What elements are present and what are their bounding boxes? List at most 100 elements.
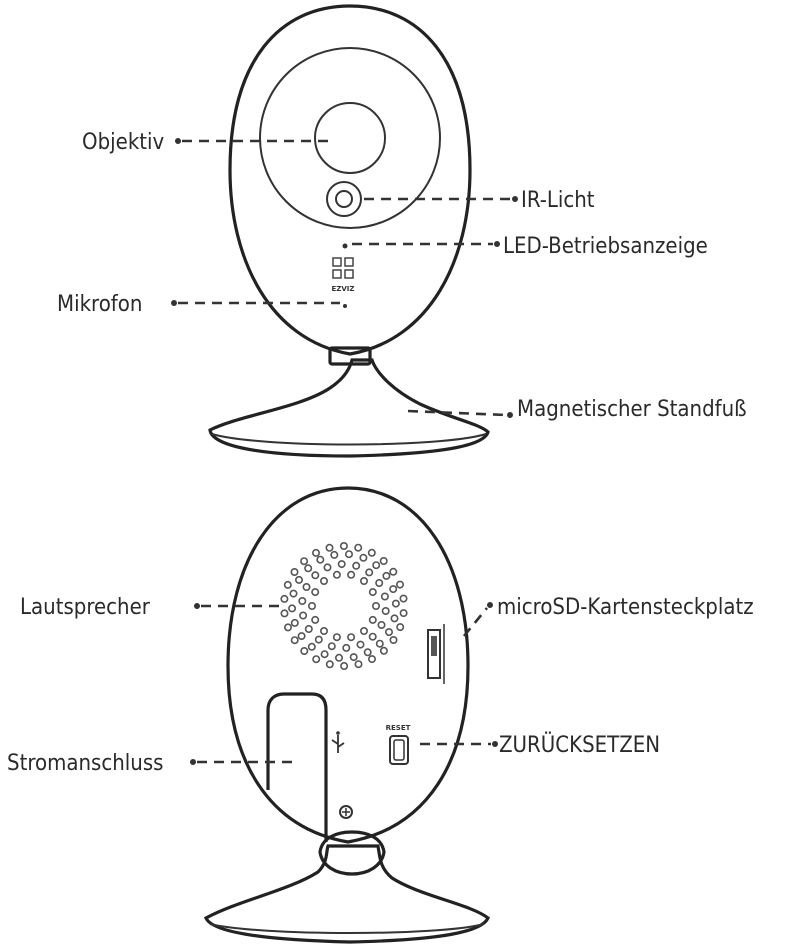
- speaker-hole: [289, 589, 298, 598]
- speaker-hole: [283, 580, 292, 589]
- speaker-hole: [367, 548, 376, 557]
- front-view: EZVIZ: [208, 4, 490, 458]
- speaker-hole: [380, 592, 389, 601]
- front-stand-base: [208, 358, 490, 458]
- speaker-hole: [347, 633, 356, 642]
- speaker-hole: [359, 626, 368, 635]
- speaker-hole: [304, 624, 313, 633]
- speaker-hole: [311, 588, 320, 597]
- microsd-slot: [427, 624, 445, 684]
- speaker-hole: [371, 601, 380, 610]
- speaker-hole: [314, 635, 323, 644]
- reset-marking: RESET: [386, 724, 411, 732]
- speaker-hole: [302, 582, 311, 591]
- speaker-hole: [307, 601, 316, 610]
- speaker-hole: [356, 640, 365, 649]
- back-stand-base: [203, 844, 490, 944]
- reset-button: RESET: [386, 724, 411, 765]
- back-body: [226, 486, 470, 844]
- speaker-hole: [390, 614, 399, 623]
- label-led-indicator: LED-Betriebsanzeige: [503, 234, 708, 259]
- speaker-hole: [298, 596, 307, 605]
- speaker-hole: [327, 642, 336, 651]
- front-body: [228, 4, 472, 356]
- speaker-hole: [307, 642, 316, 651]
- speaker-hole: [367, 655, 376, 664]
- speaker-hole: [368, 632, 377, 641]
- speaker-hole: [377, 620, 386, 629]
- front-stand-rim: [211, 433, 487, 446]
- speaker-hole: [325, 660, 334, 669]
- speaker-hole: [312, 655, 321, 664]
- speaker-hole: [368, 588, 377, 597]
- speaker-hole: [311, 615, 320, 624]
- speaker-hole: [395, 580, 404, 589]
- front-neck: [328, 346, 372, 366]
- speaker-hole: [389, 567, 398, 576]
- screw: [339, 805, 353, 819]
- speaker-hole: [330, 550, 339, 559]
- speaker-hole: [290, 567, 299, 576]
- mic-hole: [343, 304, 347, 308]
- speaker-hole: [325, 543, 334, 552]
- speaker-hole: [389, 585, 398, 594]
- back-view: RESET: [203, 486, 490, 944]
- speaker-hole: [384, 628, 393, 637]
- speaker-hole: [332, 570, 341, 579]
- speaker-hole: [399, 609, 408, 618]
- label-ir-light: IR-Licht: [521, 188, 595, 213]
- speaker-hole: [290, 636, 299, 645]
- led-dot: [342, 243, 348, 249]
- speaker-hole: [300, 557, 309, 566]
- brand-text: EZVIZ: [332, 285, 355, 293]
- speaker-hole: [339, 541, 348, 550]
- speaker-hole: [399, 594, 408, 603]
- speaker-hole: [354, 660, 363, 669]
- ir-light-inner: [335, 190, 353, 208]
- lens: [314, 102, 386, 174]
- label-speaker: Lautsprecher: [20, 595, 151, 620]
- speaker-hole: [280, 594, 289, 603]
- lens-ring: [259, 47, 441, 229]
- speaker-hole: [375, 578, 384, 587]
- speaker-hole: [299, 611, 308, 620]
- speaker-hole: [319, 626, 328, 635]
- speaker-hole: [280, 609, 289, 618]
- speaker-hole: [349, 653, 358, 662]
- speaker-hole: [347, 570, 356, 579]
- label-microsd-slot: microSD-Kartensteckplatz: [497, 595, 754, 620]
- speaker-hole: [379, 646, 388, 655]
- speaker-hole: [359, 576, 368, 585]
- speaker-hole: [359, 553, 368, 562]
- speaker-hole: [294, 575, 303, 584]
- speaker-hole: [344, 550, 353, 559]
- speaker-hole: [297, 632, 306, 641]
- speaker-hole: [320, 650, 329, 659]
- front-leaders: [171, 138, 518, 418]
- speaker-hole: [304, 564, 313, 573]
- label-lens: Objektiv: [82, 130, 165, 155]
- speaker-hole: [389, 635, 398, 644]
- speaker-hole: [368, 615, 377, 624]
- speaker-hole: [332, 633, 341, 642]
- speaker-hole: [288, 604, 297, 613]
- label-reset: ZURÜCKSETZEN: [499, 732, 660, 758]
- speaker-hole: [290, 618, 299, 627]
- speaker-hole: [381, 606, 390, 615]
- speaker-hole: [379, 556, 388, 565]
- speaker-hole: [340, 661, 349, 670]
- speaker-hole: [311, 571, 320, 580]
- speaker-hole: [352, 561, 361, 570]
- label-magnetic-stand: Magnetischer Standfuß: [517, 397, 747, 422]
- back-leaders: [190, 602, 498, 765]
- label-microphone: Mikrofon: [57, 292, 142, 317]
- speaker-hole: [283, 623, 292, 632]
- speaker-hole: [365, 568, 374, 577]
- speaker-hole: [334, 653, 343, 662]
- speaker-hole: [372, 561, 381, 570]
- speaker-hole: [337, 560, 346, 569]
- back-stand-rim: [209, 923, 485, 934]
- speaker-hole: [396, 623, 405, 632]
- speaker-hole: [300, 646, 309, 655]
- ir-light-outer: [326, 181, 362, 217]
